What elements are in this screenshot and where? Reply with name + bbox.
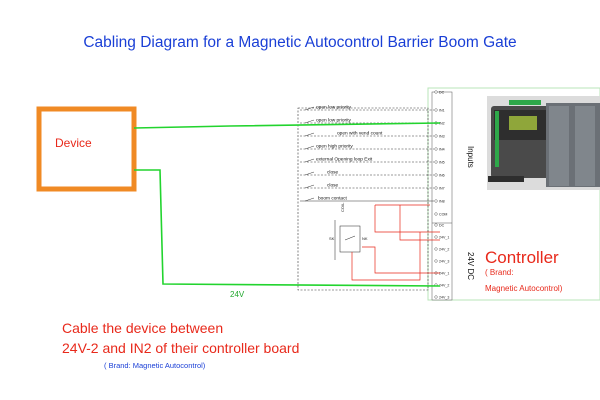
terminal-label: 24V_3 [439,296,449,300]
terminal-pin [434,147,438,151]
controller-brand-2: Magnetic Autocontrol) [485,284,563,293]
terminal-pin [434,108,438,112]
terminal-pin [434,186,438,190]
input-line-label: open low priority [316,105,352,111]
terminal-pin [434,199,438,203]
controller-brand: ( Brand: [485,268,513,277]
switch-contact [304,158,315,163]
terminal-label: IN1 [439,109,445,113]
terminal-pin [434,173,438,177]
input-line-label: close [327,183,339,189]
terminal-pin [434,160,438,164]
red-wires [351,204,440,281]
note-line-2: 24V-2 and IN2 of their controller board [62,340,300,356]
terminal-label: IN5 [439,161,445,165]
input-line-label: external Opening loop Exit [316,157,373,163]
controller-label: Controller [485,248,559,267]
relay-label: COIL [340,202,345,212]
terminal-label: IN2 [439,122,445,126]
terminal-pin [434,134,438,138]
device-label: Device [55,136,92,150]
input-line-label: open low priority [316,118,352,124]
terminal-label: 24V_2 [439,284,449,288]
terminal-label: DC [439,91,445,95]
input-block [297,107,429,291]
relay-pin-a: SK [329,236,335,241]
switch-contact [304,119,315,124]
terminal-label: 24V_1 [439,236,449,240]
relay-pin-b: NK [362,236,368,241]
terminal-pin [434,90,438,94]
terminal-pin [434,223,438,227]
switch-contact [304,171,315,176]
switch-contact [304,145,315,150]
switch-contact [304,197,315,202]
input-line-label: open with vend count [337,131,383,137]
terminal-pin [434,247,438,251]
terminal-label: 24V_1 [439,272,449,276]
group-label-inputs: Inputs [466,146,475,168]
terminal-label: IN6 [439,174,445,178]
diagram-title: Cabling Diagram for a Magnetic Autocontr… [83,34,517,51]
note-brand: ( Brand: Magnetic Autocontrol) [104,361,206,370]
switch-contact [304,132,315,137]
device-box [36,106,137,192]
terminal-label: IN3 [439,135,445,139]
terminal-label: DC [439,224,445,228]
input-lines: open low priority open low priority open w… [300,105,434,202]
terminal-label: IN4 [439,148,445,152]
terminal-pin [434,259,438,263]
note-line-1: Cable the device between [62,320,224,336]
terminal-label: 24V_2 [439,248,449,252]
terminal-label: IN7 [439,187,445,191]
terminal-pin [434,295,438,299]
terminal-pin [434,212,438,216]
group-label-24v: 24V DC [466,252,475,280]
input-line-label: boom contact [318,196,347,202]
terminal-label: IN8 [439,200,445,204]
input-line-label: open high priority [316,144,353,150]
terminal-pin [434,235,438,239]
voltage-label: 24V [230,290,245,299]
terminal-label: COM [439,213,447,217]
input-line-label: close [327,170,339,176]
controller-frame [427,87,600,301]
green-wires [133,122,441,287]
switch-contact [304,106,315,111]
controller-photo [487,96,600,190]
relay [334,220,361,260]
switch-contact [304,184,315,189]
terminal-label: 24V_3 [439,260,449,264]
